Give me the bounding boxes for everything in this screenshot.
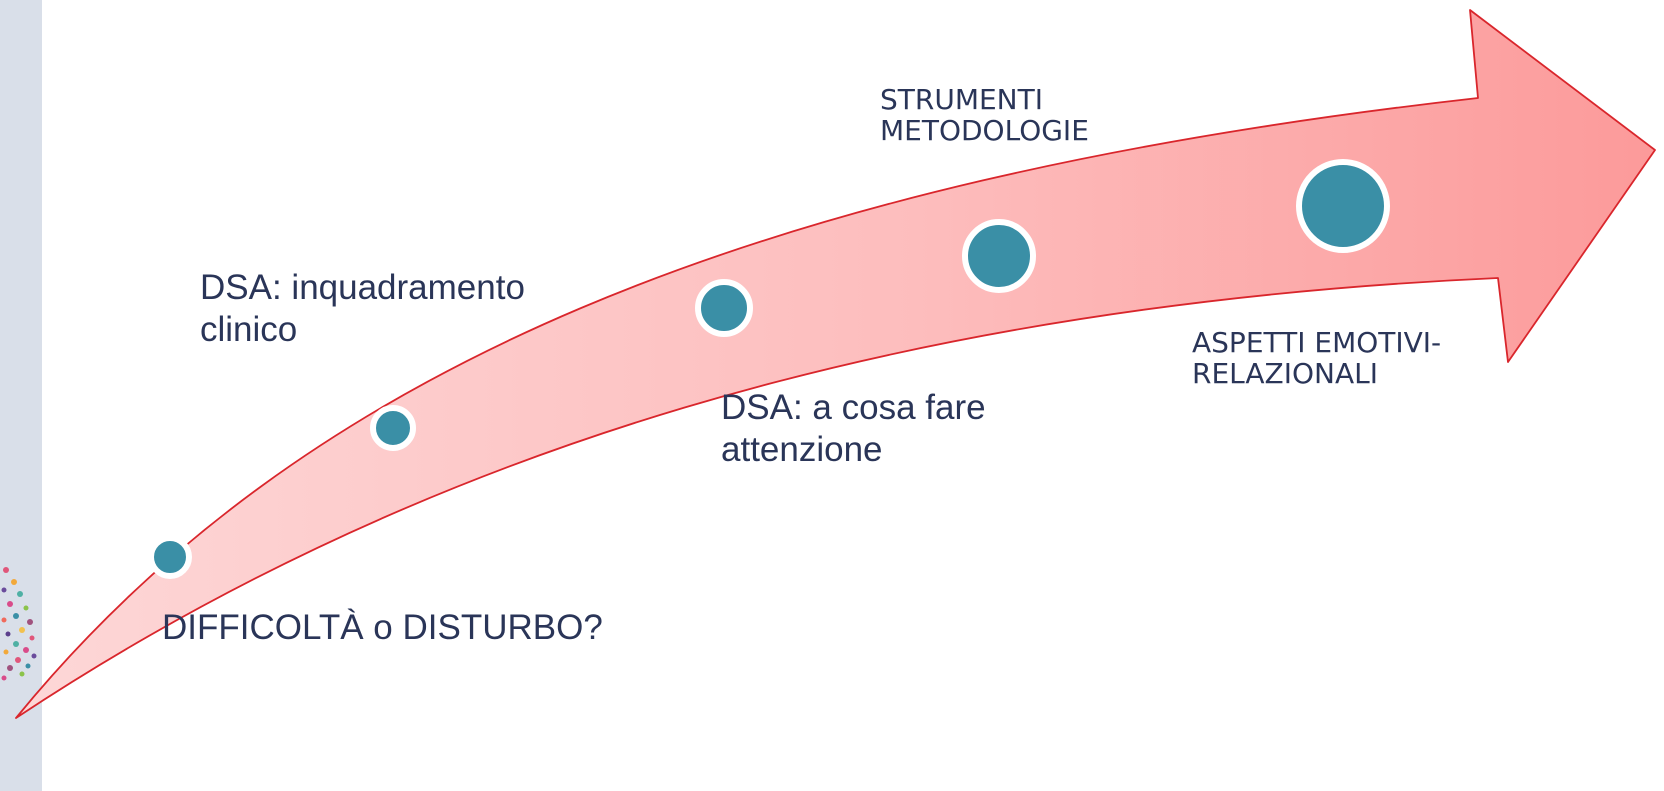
- confetti-dots-decoration: [1, 567, 37, 681]
- stage-nodes: [148, 159, 1390, 579]
- stage-node-4: [962, 219, 1036, 293]
- left-decorative-band: [0, 0, 42, 791]
- stage-label-3-line-2: attenzione: [721, 430, 883, 469]
- stage-label-4-line-1: STRUMENTI: [880, 83, 1043, 116]
- stage-node-1: [148, 535, 192, 579]
- stage-label-4: STRUMENTI METODOLOGIE: [880, 84, 1089, 147]
- stage-label-3-line-1: DSA: a cosa fare: [721, 388, 986, 427]
- stage-label-1: DIFFICOLTÀ o DISTURBO?: [162, 607, 603, 649]
- stage-label-4-line-2: METODOLOGIE: [880, 114, 1089, 148]
- stage-node-2: [370, 405, 416, 451]
- stage-label-1-line-1: DIFFICOLTÀ o DISTURBO?: [162, 608, 603, 647]
- stage-node-3: [695, 279, 753, 337]
- stage-label-5-line-1: ASPETTI EMOTIVI-: [1192, 326, 1442, 359]
- stage-label-2: DSA: inquadramento clinico: [200, 267, 525, 351]
- stage-label-2-line-2: clinico: [200, 310, 298, 349]
- stage-node-5: [1296, 159, 1390, 253]
- stage-label-3: DSA: a cosa fare attenzione: [721, 387, 986, 471]
- stage-label-5-line-2: RELAZIONALI: [1192, 357, 1378, 391]
- stage-label-5: ASPETTI EMOTIVI- RELAZIONALI: [1192, 327, 1441, 390]
- stage-label-2-line-1: DSA: inquadramento: [200, 268, 525, 307]
- curved-arrow: [15, 9, 1656, 719]
